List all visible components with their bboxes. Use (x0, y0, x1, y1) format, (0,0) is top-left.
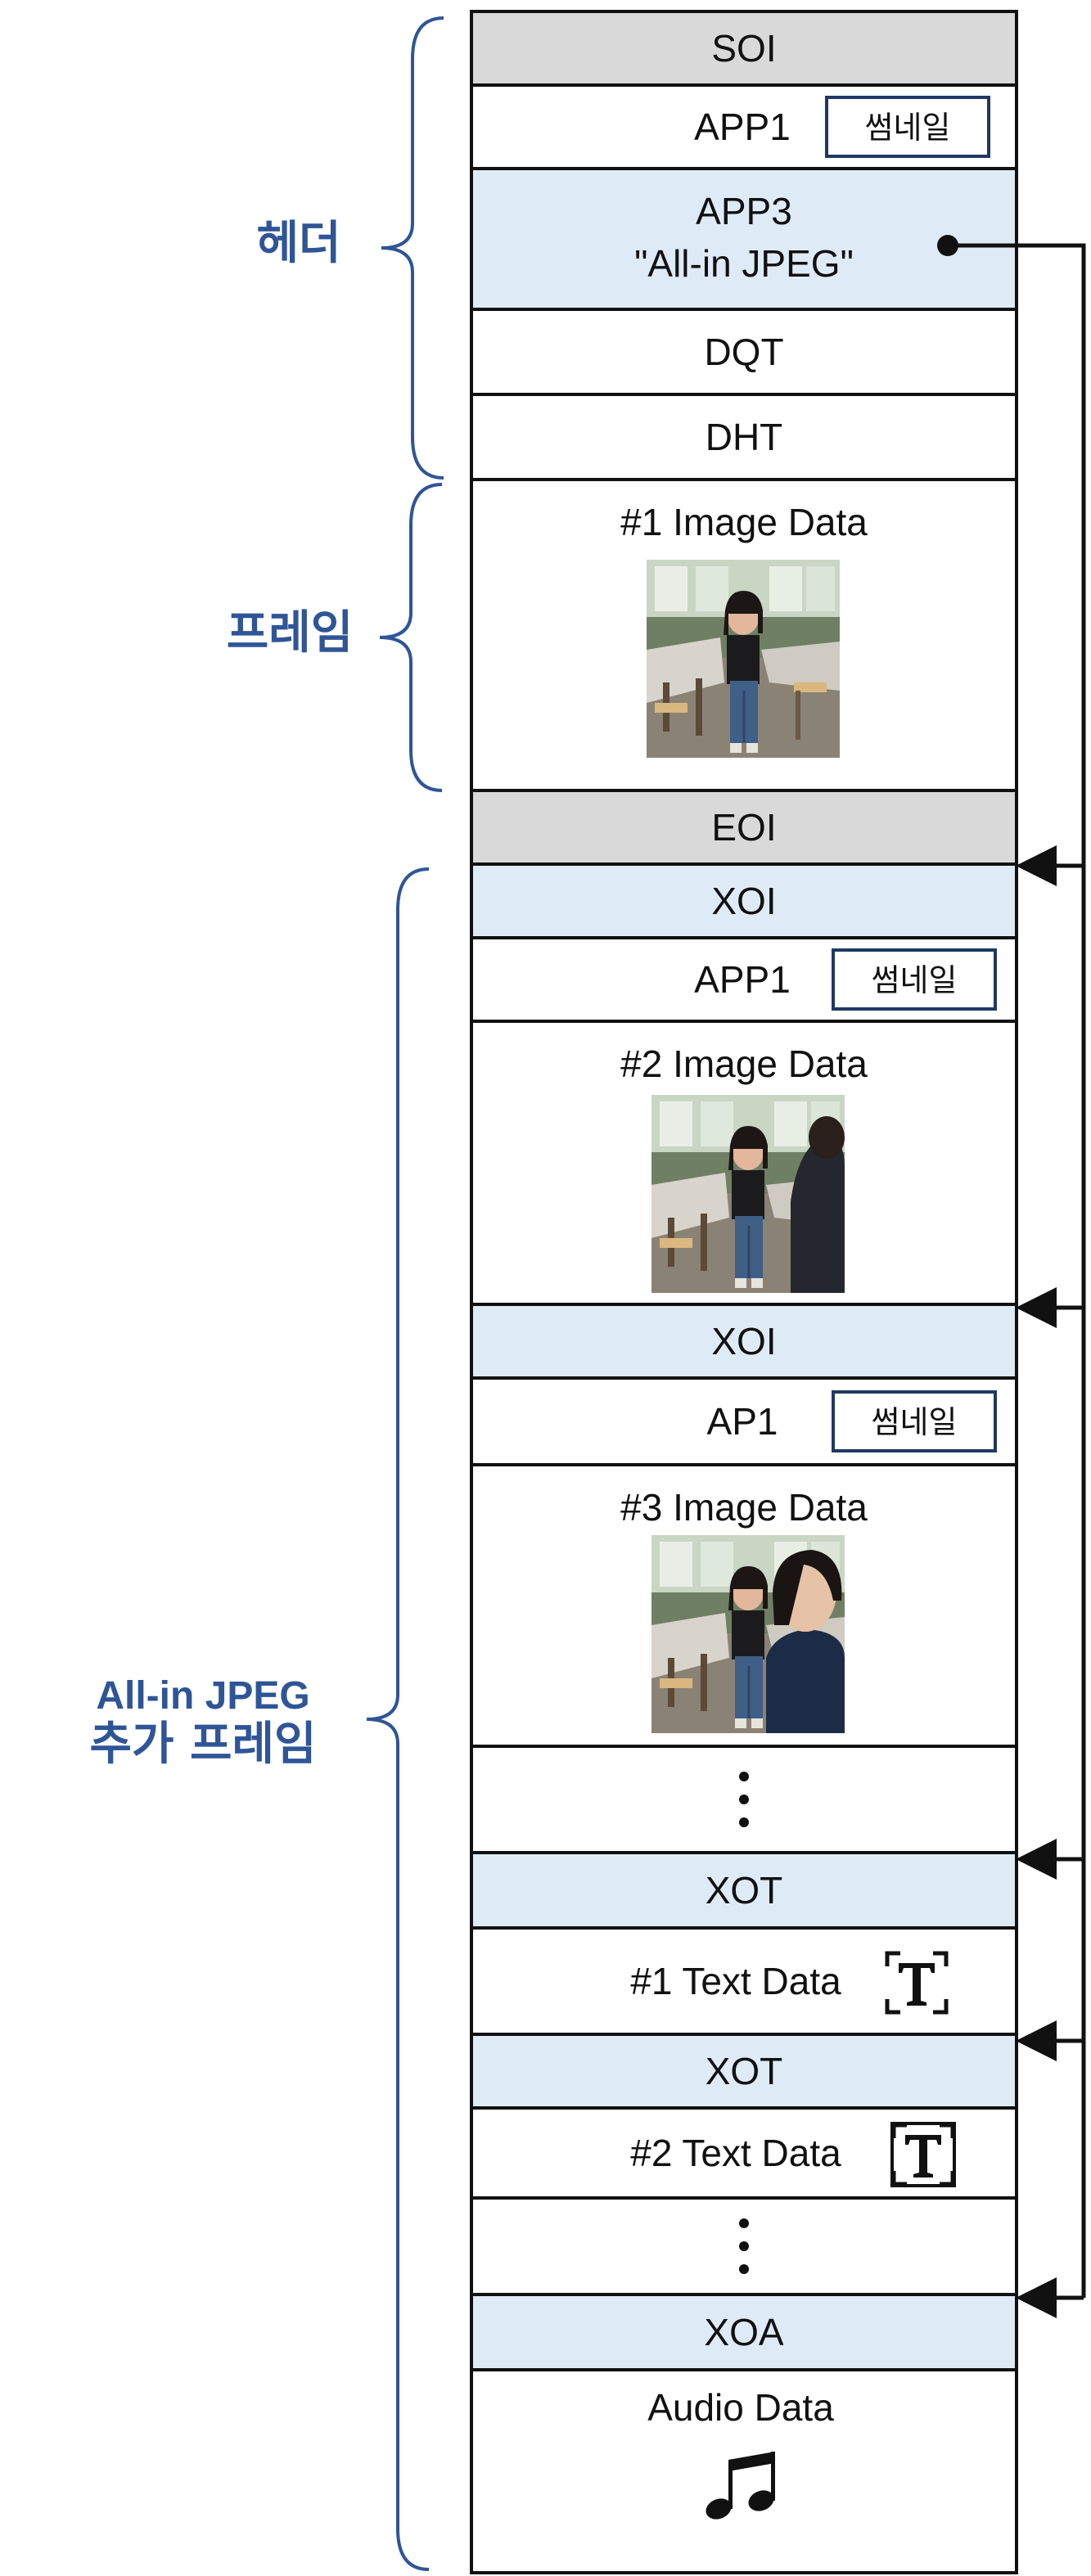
segment-app3: APP3 "All-in JPEG" (470, 167, 1018, 311)
segment-soi: SOI (470, 10, 1018, 87)
segment-xoa: XOA (470, 2293, 1018, 2371)
thumbnail-box (832, 1390, 997, 1452)
segment-image3: #3 Image Data (470, 1463, 1018, 1748)
group-label-allin-line1: All-in JPEG (96, 1674, 309, 1718)
thumbnail-label: 썸네일 (872, 962, 958, 998)
text-box-icon (890, 2122, 956, 2187)
thumbnail-box (825, 96, 990, 158)
thumbnail-label: 썸네일 (865, 110, 951, 146)
group-braces (366, 16, 444, 2571)
segment-label: Audio Data (647, 2386, 834, 2429)
segment-box (470, 1926, 1018, 2036)
segment-label: XOT (706, 1869, 783, 1912)
segment-ellipsis-2 (470, 2196, 1018, 2296)
passerby (766, 1629, 845, 1733)
segment-app1-b: APP1 썸네일 (470, 936, 1018, 1023)
segment-box (470, 10, 1018, 87)
group-label-frame: 프레임 (227, 606, 354, 660)
segment-label: XOI (711, 880, 776, 922)
segment-box (470, 1851, 1018, 1930)
group-label-allin-line2: 추가 프레임 (89, 1718, 316, 1771)
brace-frame (379, 483, 443, 792)
segment-ellipsis-1 (470, 1745, 1018, 1854)
ellipsis-dot (739, 1772, 749, 1781)
photo-3 (651, 1535, 845, 1733)
segment-xoi-2: XOI (470, 1303, 1018, 1380)
pointer-trunk (948, 243, 1086, 2298)
segment-image2: #2 Image Data (470, 1020, 1018, 1306)
text-icon (885, 1951, 949, 2015)
segment-label: APP1 (694, 106, 791, 148)
thumbnail-label: 썸네일 (872, 1404, 958, 1440)
segment-label: #2 Text Data (630, 2132, 841, 2174)
photo-2 (651, 1095, 845, 1293)
ellipsis-dot (739, 2241, 749, 2251)
segment-label: DHT (706, 416, 783, 458)
segment-xot-1: XOT (470, 1851, 1018, 1930)
brace-allin-frames (366, 867, 430, 2571)
passerby-hair (773, 1550, 842, 1625)
segment-label: #1 Image Data (620, 501, 868, 543)
segment-sublabel: "All-in JPEG" (634, 242, 854, 285)
segment-audio: Audio Data (470, 2368, 1018, 2574)
ellipsis-dot (739, 2264, 749, 2274)
segment-label: #1 Text Data (630, 1960, 841, 2002)
segment-label: APP3 (696, 190, 792, 232)
segment-text2: #2 Text Data (470, 2106, 1018, 2200)
segment-label: #3 Image Data (620, 1486, 868, 1529)
segment-xot-2: XOT (470, 2033, 1018, 2110)
passerby (791, 1136, 845, 1293)
segment-box (470, 1303, 1018, 1380)
group-labels: 헤더 프레임 All-in JPEG 추가 프레임 (89, 217, 353, 1771)
thumbnail-box (832, 948, 997, 1011)
segment-label: XOA (704, 2311, 783, 2353)
segment-label: XOI (711, 1320, 776, 1362)
segment-label: SOI (711, 27, 776, 70)
photo-1 (647, 560, 840, 758)
group-label-header: 헤더 (256, 217, 340, 270)
segment-label: #2 Image Data (620, 1043, 868, 1085)
segment-ap1: AP1 썸네일 (470, 1376, 1018, 1466)
segment-dht: DHT (470, 393, 1018, 481)
segment-box (470, 167, 1018, 311)
segment-app1-a: APP1 썸네일 (470, 83, 1018, 170)
ellipsis-dot (739, 1817, 749, 1827)
segment-stack: SOI APP1 썸네일 APP3 "All-in JPEG" DQT DHT #1 Imag… (470, 10, 1018, 2574)
brace-header (381, 16, 444, 480)
segment-label: APP1 (694, 958, 791, 1001)
segment-label: EOI (711, 806, 776, 849)
ellipsis-dot (739, 2218, 749, 2228)
segment-box (470, 2033, 1018, 2110)
segment-image1: #1 Image Data (470, 478, 1018, 792)
segment-dqt: DQT (470, 308, 1018, 396)
segment-xoi-1: XOI (470, 862, 1018, 939)
pointer-arrows (937, 235, 1086, 2318)
segment-label: DQT (704, 331, 783, 373)
segment-label: XOT (706, 2050, 783, 2092)
segment-box (470, 789, 1018, 866)
segment-text1: #1 Text Data (470, 1926, 1018, 2036)
segment-box (470, 393, 1018, 481)
passerby-head (809, 1116, 845, 1159)
segment-box (470, 2368, 1018, 2574)
ellipsis-dot (739, 1795, 749, 1804)
segment-eoi: EOI (470, 789, 1018, 866)
segment-label: AP1 (707, 1400, 778, 1443)
music-note-icon (706, 2452, 775, 2520)
